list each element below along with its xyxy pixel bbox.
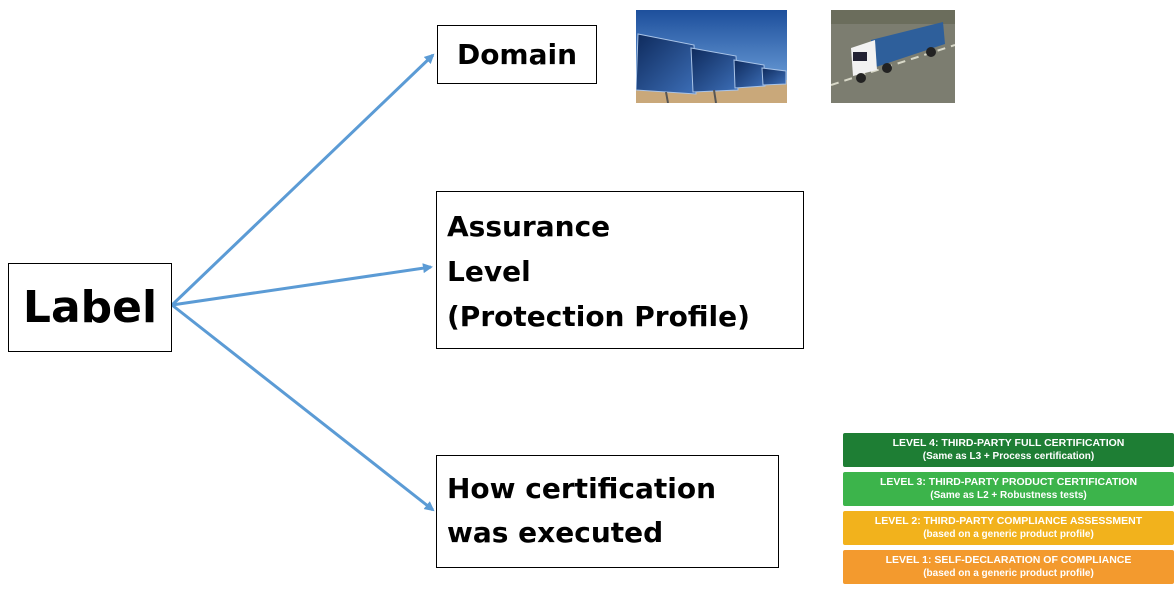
label-text: Label: [22, 282, 158, 333]
howcert-line-1: How certification: [447, 472, 717, 505]
label-box: Label: [8, 263, 172, 352]
assurance-level-box: Assurance Level (Protection Profile): [436, 191, 804, 349]
arrow-to-how-certification: [171, 303, 435, 512]
assurance-line-3: (Protection Profile): [447, 300, 750, 333]
level-3-subtitle: (Same as L2 + Robustness tests): [930, 490, 1087, 501]
arrow-to-assurance: [171, 263, 433, 307]
domain-box: Domain: [437, 25, 597, 84]
level-1-subtitle: (based on a generic product profile): [923, 568, 1094, 579]
solar-panels-photo: [636, 10, 787, 103]
certification-levels-stack: LEVEL 4: THIRD-PARTY FULL CERTIFICATION …: [843, 433, 1174, 589]
level-4-title: LEVEL 4: THIRD-PARTY FULL CERTIFICATION: [892, 437, 1125, 449]
level-3-banner: LEVEL 3: THIRD-PARTY PRODUCT CERTIFICATI…: [843, 472, 1174, 506]
truck-photo: [831, 10, 955, 103]
level-2-subtitle: (based on a generic product profile): [923, 529, 1094, 540]
assurance-line-1: Assurance: [447, 210, 611, 243]
howcert-line-2: was executed: [447, 516, 664, 549]
level-2-banner: LEVEL 2: THIRD-PARTY COMPLIANCE ASSESSME…: [843, 511, 1174, 545]
domain-text: Domain: [456, 38, 578, 71]
level-4-subtitle: (Same as L3 + Process certification): [922, 451, 1095, 462]
level-4-banner: LEVEL 4: THIRD-PARTY FULL CERTIFICATION …: [843, 433, 1174, 467]
level-2-title: LEVEL 2: THIRD-PARTY COMPLIANCE ASSESSME…: [874, 515, 1143, 527]
how-certification-box: How certification was executed: [436, 455, 779, 568]
arrow-to-domain: [170, 53, 435, 307]
level-3-title: LEVEL 3: THIRD-PARTY PRODUCT CERTIFICATI…: [879, 476, 1138, 488]
level-1-title: LEVEL 1: SELF-DECLARATION OF COMPLIANCE: [885, 554, 1132, 566]
assurance-line-2: Level: [447, 255, 531, 288]
level-1-banner: LEVEL 1: SELF-DECLARATION OF COMPLIANCE …: [843, 550, 1174, 584]
